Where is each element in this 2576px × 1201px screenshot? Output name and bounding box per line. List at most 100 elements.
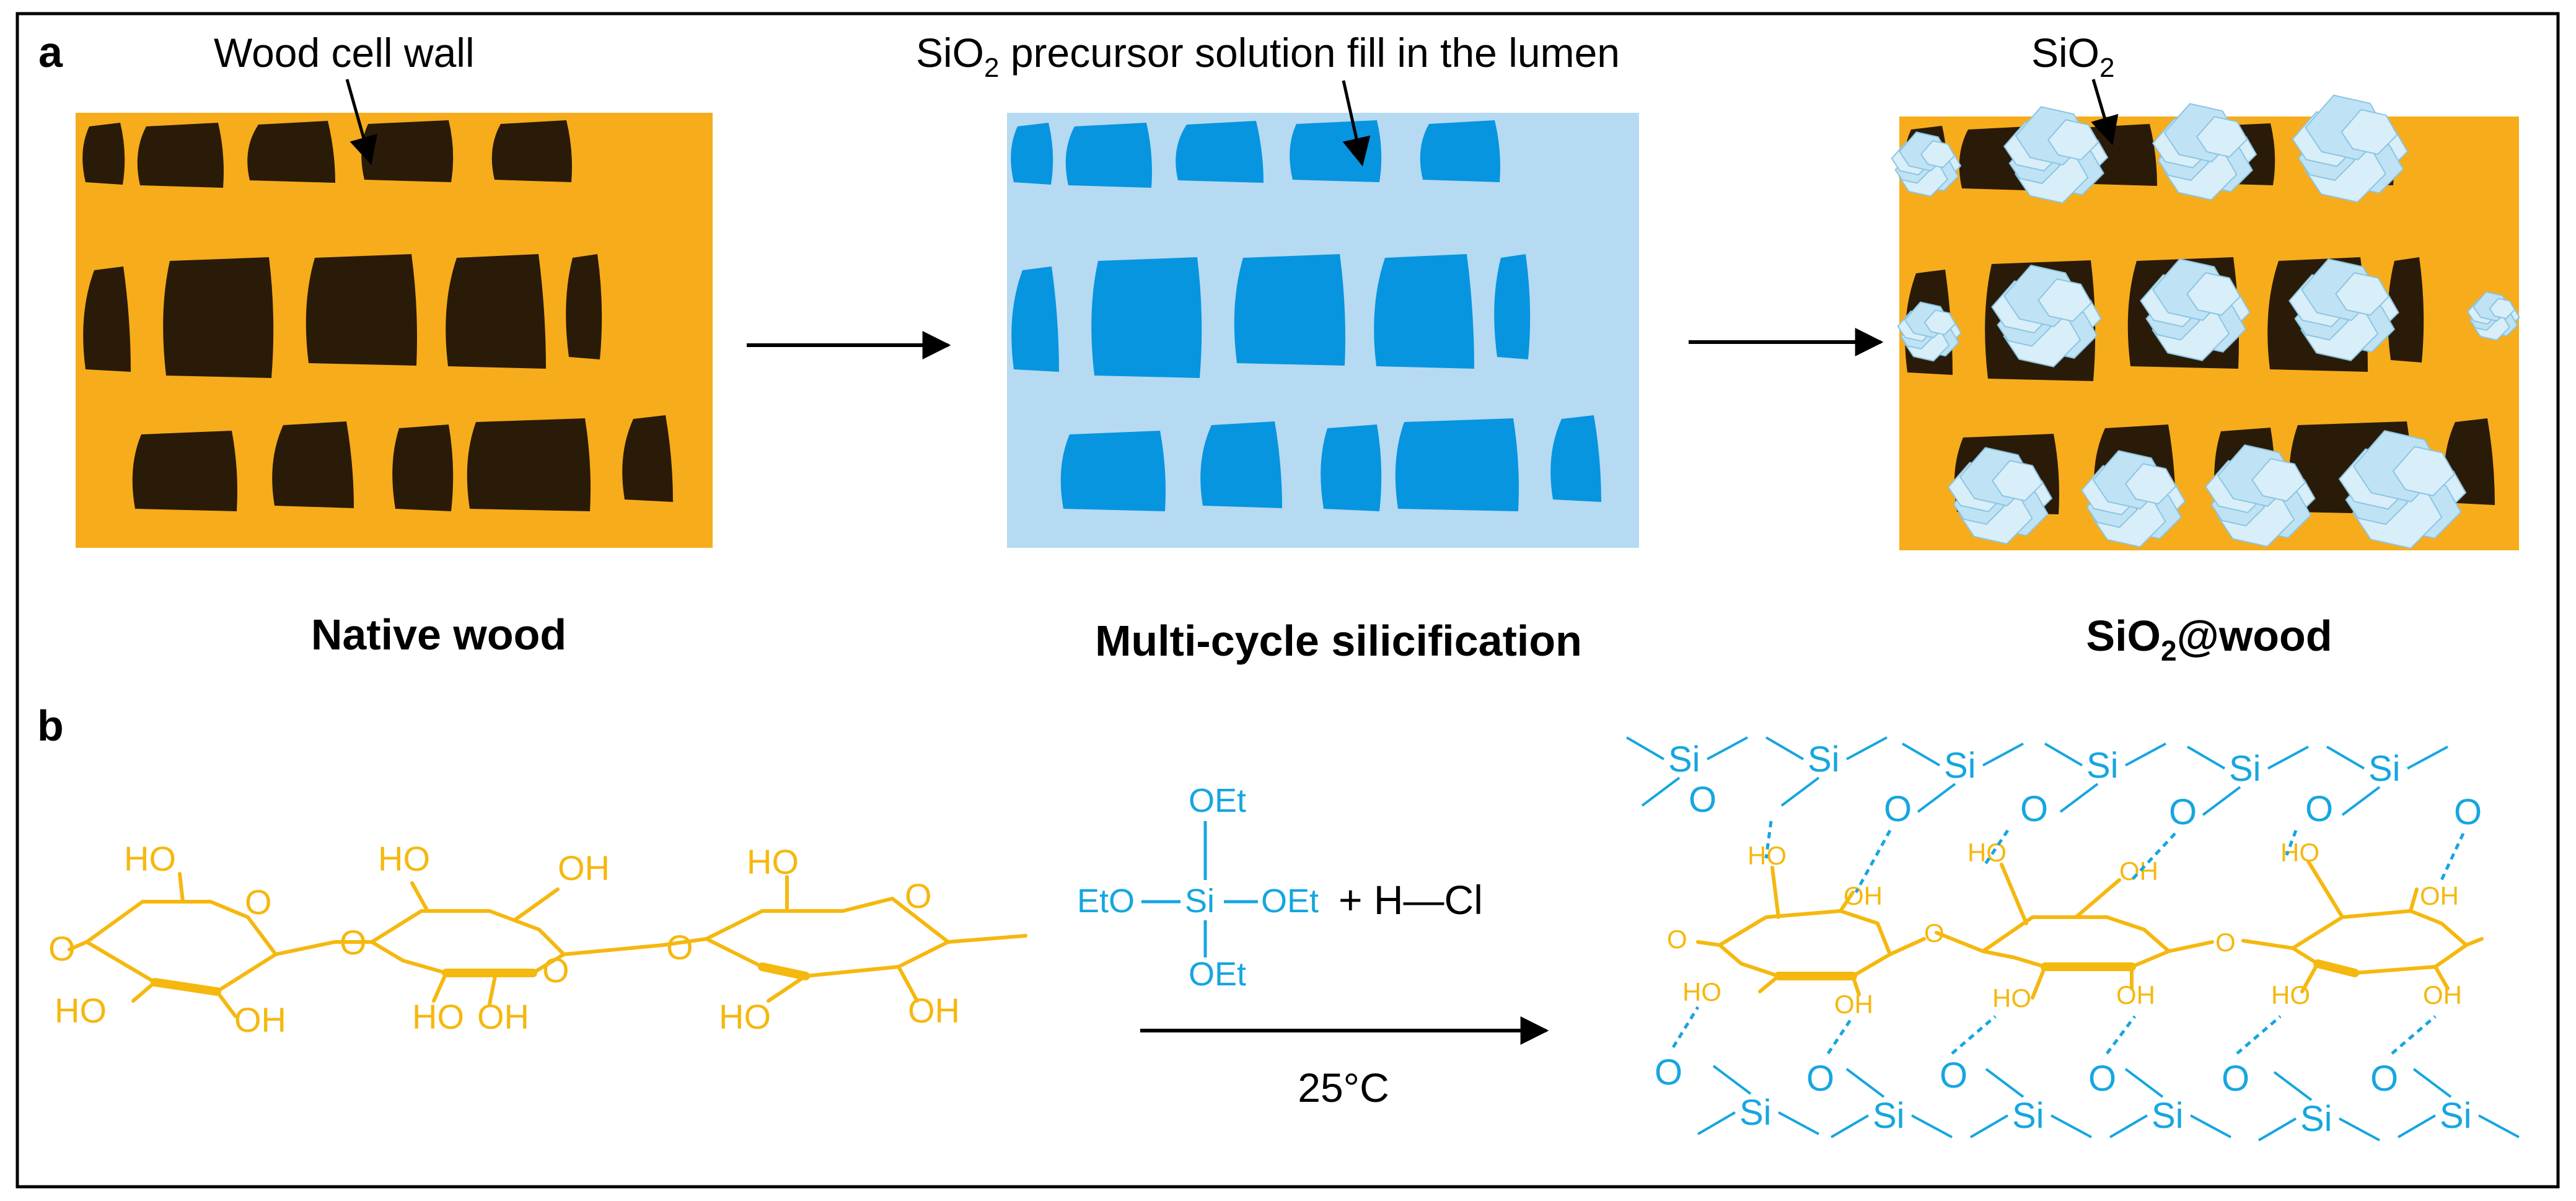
si-atom: Si	[2300, 1099, 2332, 1139]
si-atom: Si	[2152, 1096, 2184, 1136]
silica-particles	[1891, 94, 2520, 549]
silica-cluster	[2466, 291, 2520, 341]
lumen	[1065, 123, 1152, 188]
cellulose-ring-o-3: O	[905, 876, 932, 915]
reaction-condition: 25°C	[1298, 1065, 1389, 1111]
wood-cell-wall-label: Wood cell wall	[214, 30, 475, 76]
hydrogen-bond	[1951, 1015, 1997, 1055]
panel-b-letter: b	[37, 702, 64, 750]
cellulose-labels: O HO O HO OH O HO OH O HO OH O HO O HO O…	[48, 839, 960, 1039]
filled-lumens	[1011, 120, 1601, 511]
cellulose-ho-3: HO	[378, 839, 430, 878]
teos-right: OEt	[1261, 882, 1319, 920]
lumen	[1494, 254, 1531, 359]
sio2-pointer	[2091, 79, 2119, 146]
o-atom: O	[2169, 792, 2197, 832]
teos-left: EtO	[1077, 882, 1135, 920]
product-ho-4: HO	[1992, 983, 2031, 1013]
o-atom: O	[2088, 1058, 2116, 1099]
si-unit: Si	[1901, 742, 2024, 813]
si-atom: Si	[1944, 746, 1976, 786]
cellulose-chain	[68, 872, 1027, 1018]
silica-cluster	[1891, 131, 1962, 197]
hydrogen-bond	[1981, 829, 2010, 869]
hydrogen-bond	[2106, 1015, 2136, 1055]
teos-bonds	[1141, 821, 1258, 957]
silica-cluster	[2152, 103, 2257, 201]
hydrogen-bond	[2391, 1015, 2437, 1055]
lumen	[1290, 120, 1382, 182]
hydrogen-bond	[2440, 832, 2465, 881]
silica-cluster	[2140, 258, 2251, 361]
precursor-label-suffix: precursor solution fill in the lumen	[1000, 30, 1620, 76]
sio2-label-prefix: SiO	[2031, 30, 2099, 76]
o-atom: O	[2454, 792, 2482, 832]
si-unit: Si	[2186, 746, 2309, 816]
cellulose-ho-1: HO	[124, 839, 176, 878]
si-atom: Si	[1873, 1096, 1905, 1136]
teos-top: OEt	[1189, 782, 1246, 819]
si-unit: Si	[2044, 742, 2166, 813]
panel-a-letter: a	[38, 28, 63, 76]
cellulose-oh-3: OH	[477, 997, 529, 1036]
silica-cluster	[1947, 447, 2053, 545]
o-atom: O	[1655, 1052, 1682, 1093]
lumen	[1321, 425, 1382, 511]
si-atom: Si	[1668, 739, 1700, 780]
lumen	[1176, 121, 1264, 183]
si-atom: Si	[2229, 749, 2261, 789]
silica-cluster	[2338, 430, 2467, 549]
teos-reagent: OEt EtO Si OEt OEt	[1077, 782, 1319, 993]
o-atom: O	[2222, 1058, 2249, 1099]
silica-cluster	[2292, 94, 2409, 203]
o-atom: O	[1689, 780, 1717, 820]
lumen	[137, 123, 224, 188]
o-atom: O	[1884, 789, 1912, 829]
hydrogen-bond	[1854, 829, 1892, 894]
lumen	[361, 120, 454, 182]
stage-sio2-wood-suffix: @wood	[2177, 612, 2332, 660]
silica-cluster	[2205, 444, 2316, 547]
lumen	[82, 123, 125, 185]
si-unit: Si	[2397, 1068, 2520, 1138]
precursor-label-prefix: SiO	[916, 30, 984, 76]
o-atom: O	[2020, 789, 2048, 829]
si-atom: Si	[2086, 746, 2119, 786]
stage-sio2-wood-sub: 2	[2161, 635, 2177, 667]
lumen	[446, 254, 546, 369]
lumen	[83, 266, 131, 372]
figure-frame	[15, 12, 2560, 1189]
lumen	[306, 254, 417, 366]
lumen	[1374, 254, 1474, 369]
product-cellulose	[1696, 860, 2484, 1000]
product-ho-6: HO	[2271, 980, 2310, 1010]
cellulose-ho-6: HO	[719, 997, 771, 1036]
cellulose-oh-1: OH	[234, 1000, 286, 1039]
silica-cluster	[2288, 258, 2399, 361]
lumen	[132, 431, 237, 511]
product-o-link-1: O	[1924, 918, 1945, 948]
si-unit: Si	[1765, 736, 1888, 807]
lumen	[1420, 120, 1500, 182]
cellulose-ho-5: HO	[747, 842, 799, 881]
cellulose-oh-4: OH	[908, 991, 960, 1030]
product-oh-2: OH	[1834, 990, 1873, 1019]
cellulose-o-link-2: O	[666, 928, 693, 967]
silicification-block	[1007, 113, 1639, 548]
product-oh-5: OH	[2420, 881, 2459, 910]
lumen	[566, 254, 602, 359]
product-oh-4: OH	[2116, 980, 2155, 1010]
lumen	[1060, 431, 1166, 511]
si-unit: Si	[1625, 736, 1748, 807]
lumen	[272, 421, 354, 508]
lumen	[1550, 415, 1601, 502]
lumen	[247, 121, 335, 183]
sio2-label: SiO2	[2031, 30, 2115, 83]
lumen	[622, 415, 673, 502]
lumen	[1011, 123, 1053, 185]
stage-sio2-wood: SiO2@wood	[2086, 612, 2332, 667]
silica-cluster	[2080, 450, 2186, 548]
wood-cell-wall-pointer	[345, 79, 377, 165]
precursor-label-sub: 2	[984, 53, 999, 83]
silica-cluster	[2003, 106, 2109, 204]
